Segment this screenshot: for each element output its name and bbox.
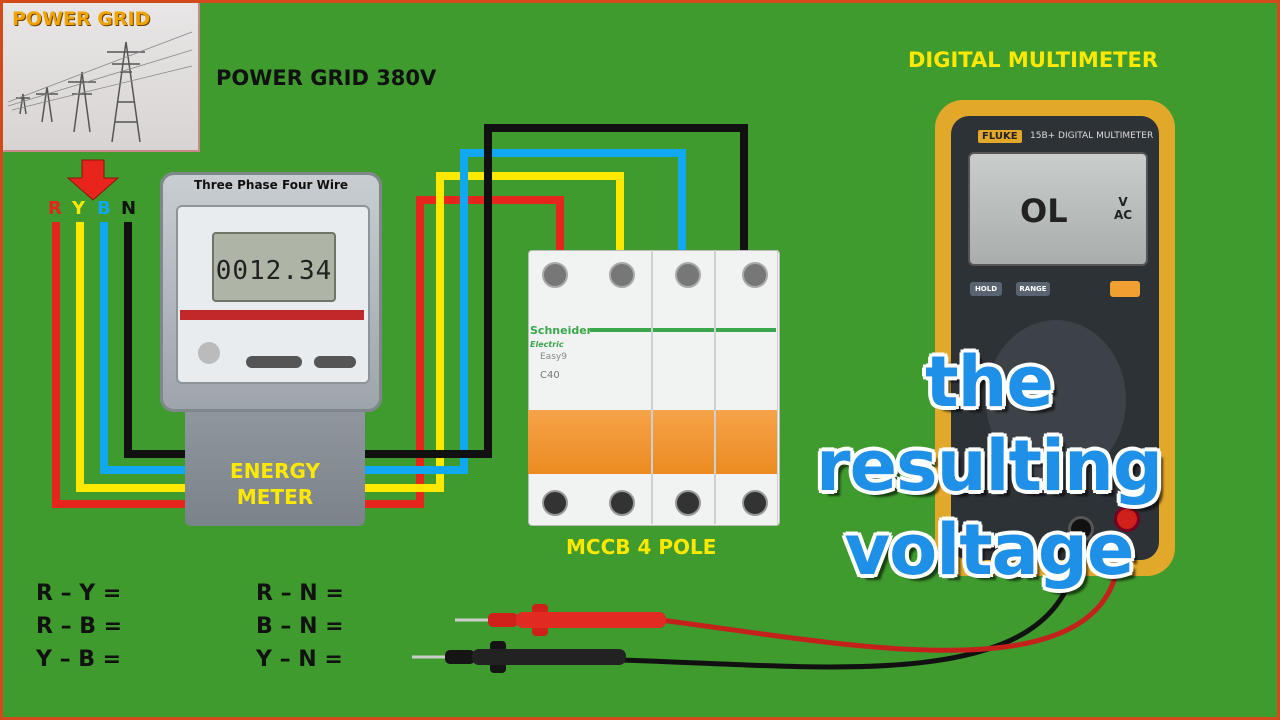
screw-icon — [542, 262, 568, 288]
wire-y-to-meter — [76, 222, 185, 492]
energy-meter-label-line1: ENERGY — [230, 459, 320, 483]
phase-label-b: B — [97, 198, 111, 219]
screw-icon — [675, 262, 702, 288]
measurement-y-b: Y – B = — [36, 647, 122, 672]
energy-meter-label: ENERGY METER — [185, 458, 365, 510]
wire-n-to-mccb — [365, 124, 748, 458]
mccb-top-screws — [542, 262, 768, 288]
black-probe — [412, 641, 626, 673]
wire-r-to-meter — [52, 222, 185, 508]
mccb-brand-name: Schneider — [530, 324, 593, 337]
screw-icon — [741, 262, 768, 288]
wire-b-to-meter — [100, 222, 185, 474]
energy-meter-button-right — [314, 356, 356, 368]
phase-label-r: R — [48, 198, 62, 219]
transmission-tower-icon — [7, 31, 193, 143]
multimeter-rotary-dial[interactable] — [986, 320, 1126, 480]
measurement-r-b: R – B = — [36, 614, 123, 639]
multimeter-unit: V AC — [1114, 196, 1132, 222]
measurement-r-y: R – Y = — [36, 581, 122, 606]
energy-meter-title: Three Phase Four Wire — [194, 178, 348, 192]
jack-icon — [1068, 516, 1094, 542]
headline-overlay: the resulting voltage — [744, 340, 1234, 592]
energy-meter-indicator — [198, 342, 220, 364]
power-grid-thumbnail-title: POWER GRID — [12, 8, 151, 30]
multimeter-unit-top: V — [1118, 195, 1128, 209]
power-grid-thumbnail: POWER GRID — [0, 0, 200, 152]
multimeter-model: 15B+ DIGITAL MULTIMETER — [1030, 131, 1154, 141]
screw-icon — [675, 490, 702, 516]
jack-icon — [1114, 506, 1140, 532]
grid-feed-arrow — [66, 159, 120, 201]
headline-line1: the resulting — [816, 341, 1163, 507]
mccb-brand: Schneider Electric — [530, 324, 592, 350]
mccb-rating: C40 — [540, 370, 560, 381]
phase-label-y: Y — [72, 198, 86, 219]
red-probe — [455, 604, 666, 636]
wire-y-to-mccb — [365, 172, 624, 492]
energy-meter-terminal-cover — [185, 412, 365, 526]
measurement-b-n: B – N = — [256, 614, 344, 639]
mccb-brand-sub: Electric — [530, 340, 564, 349]
multimeter-function-button[interactable] — [1110, 281, 1140, 297]
mccb-dividers — [590, 250, 778, 524]
multimeter-unit-bottom: AC — [1114, 208, 1133, 222]
wire-n-to-meter — [124, 222, 185, 458]
power-grid-heading: POWER GRID 380V — [216, 66, 437, 90]
energy-meter-header: Three Phase Four Wire — [160, 172, 382, 200]
screw-icon — [608, 262, 635, 288]
multimeter-title: DIGITAL MULTIMETER — [908, 48, 1159, 72]
energy-meter-reading: 0012.34 — [215, 256, 333, 286]
energy-meter-button-left — [246, 356, 302, 368]
energy-meter-display: 0012.34 — [212, 232, 336, 302]
multimeter-display — [968, 152, 1148, 266]
screw-icon — [741, 490, 768, 516]
measurement-y-n: Y – N = — [256, 647, 343, 672]
energy-meter-red-band — [180, 310, 364, 320]
headline-line2: voltage — [844, 509, 1135, 591]
multimeter-reading: OL — [1020, 192, 1068, 230]
screw-icon — [608, 490, 635, 516]
mccb-label: MCCB 4 POLE — [566, 535, 717, 559]
wire-b-to-mccb — [365, 149, 686, 474]
mccb-bottom-screws — [542, 490, 768, 516]
multimeter-hold-button[interactable]: HOLD — [970, 282, 1002, 296]
phase-label-n: N — [121, 198, 137, 219]
mccb-model: Easy9 — [540, 352, 567, 362]
multimeter-range-button[interactable]: RANGE — [1016, 282, 1050, 296]
energy-meter-label-line2: METER — [236, 485, 314, 509]
screw-icon — [542, 490, 568, 516]
multimeter-input-jacks — [990, 506, 1140, 546]
multimeter-brand: FLUKE — [978, 130, 1022, 143]
measurement-r-n: R – N = — [256, 581, 344, 606]
wire-r-to-mccb — [365, 196, 564, 508]
